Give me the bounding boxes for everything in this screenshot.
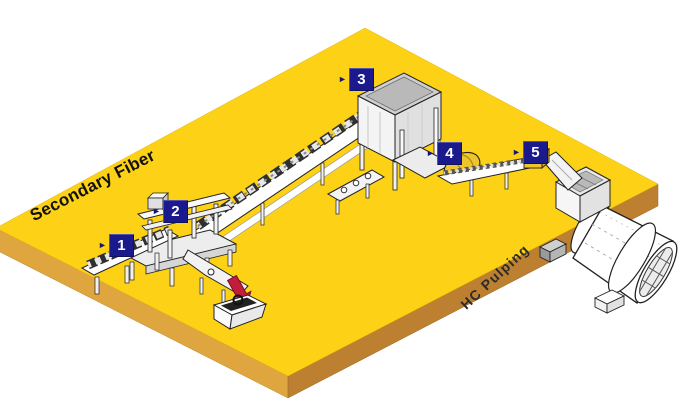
- marker-number: 5: [522, 141, 548, 164]
- marker-5[interactable]: ► 5: [512, 141, 548, 164]
- marker-number: 1: [108, 234, 134, 257]
- marker-2[interactable]: ► 2: [152, 200, 188, 223]
- platform: [0, 27, 659, 399]
- discharge-conveyor-illustration: [436, 156, 546, 197]
- marker-number: 3: [348, 68, 374, 91]
- wire-cart-illustration: [212, 294, 268, 330]
- platform-top-face: [0, 27, 659, 377]
- marker-arrow-icon: ►: [152, 206, 161, 216]
- marker-number: 4: [436, 142, 462, 165]
- marker-arrow-icon: ►: [512, 147, 521, 157]
- marker-arrow-icon: ►: [338, 74, 347, 84]
- marker-arrow-icon: ►: [98, 240, 107, 250]
- marker-4[interactable]: ► 4: [426, 142, 462, 165]
- marker-number: 2: [162, 200, 188, 223]
- marker-1[interactable]: ► 1: [98, 234, 134, 257]
- marker-3[interactable]: ► 3: [338, 68, 374, 91]
- marker-arrow-icon: ►: [426, 148, 435, 158]
- feed-hopper-illustration: [326, 72, 454, 215]
- drum-pulper-illustration: [538, 166, 678, 314]
